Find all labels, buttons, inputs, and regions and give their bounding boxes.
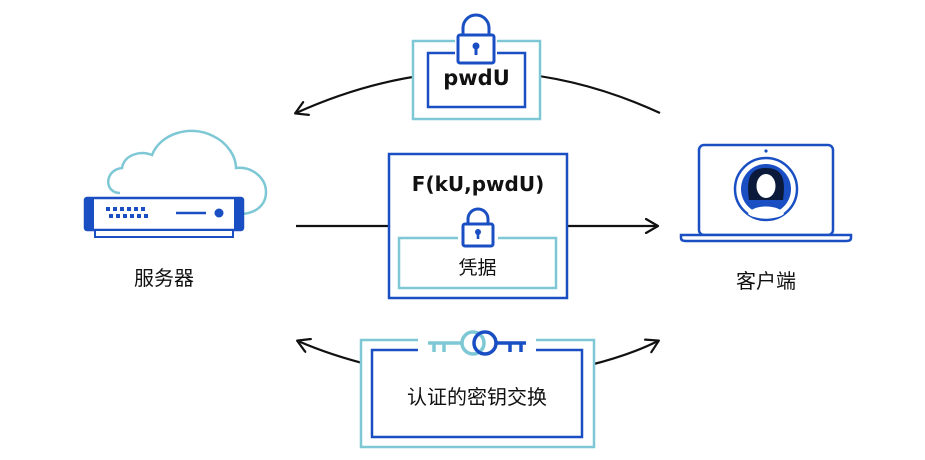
top-lock-icon	[455, 13, 497, 65]
bottom-arc-right-arrow	[589, 341, 658, 367]
server-rack-icon	[83, 196, 245, 238]
top-box-label: pwdU	[443, 66, 510, 90]
keys-icon	[418, 328, 536, 358]
server-label: 服务器	[134, 266, 194, 290]
bottom-key-exchange-box	[359, 338, 596, 449]
client-label: 客户端	[736, 269, 796, 293]
user-avatar-icon	[733, 156, 799, 222]
bottom-box-label: 认证的密钥交换	[407, 385, 547, 409]
center-box-title: F(kU,pwdU)	[411, 172, 545, 196]
cloud-icon	[107, 129, 268, 216]
bottom-arc-left-arrow	[298, 341, 371, 367]
center-box-inner-label: 凭据	[458, 257, 497, 279]
center-lock-icon	[458, 207, 498, 250]
